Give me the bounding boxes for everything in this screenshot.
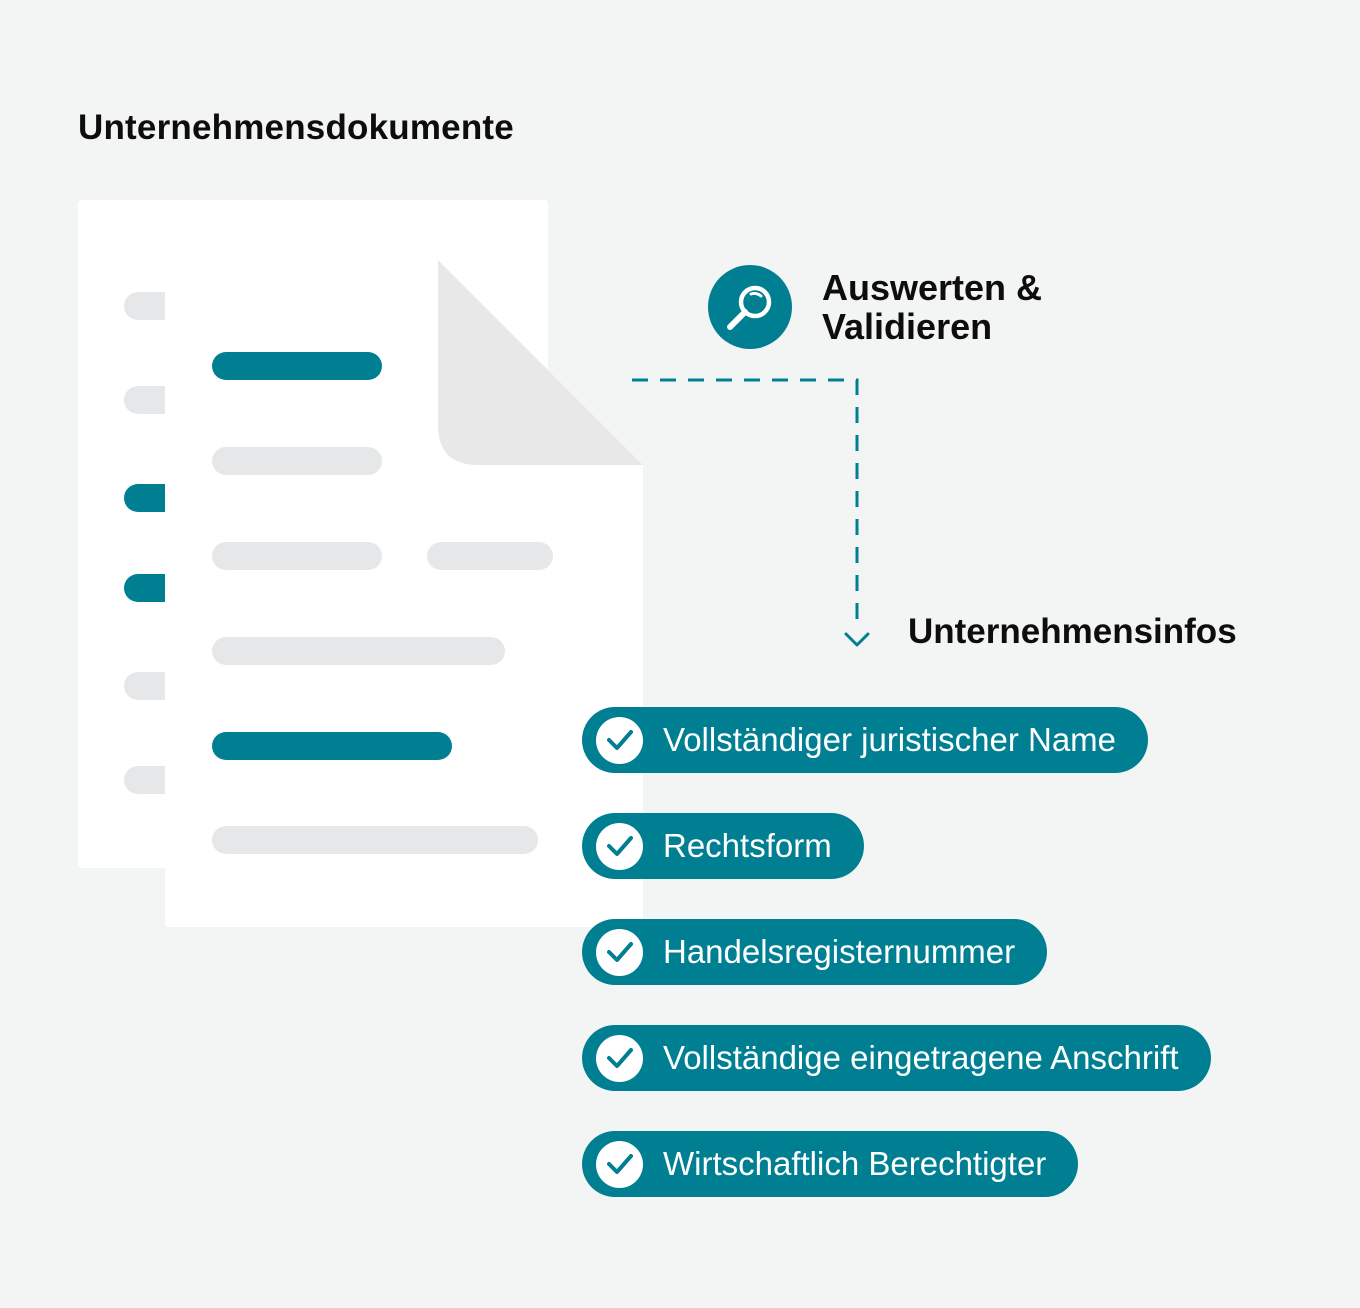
text-line-placeholder	[212, 447, 382, 475]
step-icon-badge	[708, 265, 792, 349]
info-item-label: Vollständiger juristischer Name	[663, 721, 1117, 758]
info-item-label: Rechtsform	[663, 827, 832, 864]
checkmark-icon	[596, 928, 643, 976]
info-item-pill: Vollständiger juristischer Name	[582, 707, 1149, 773]
text-line-highlight	[212, 352, 382, 380]
info-item-pill: Wirtschaftlich Berechtigter	[582, 1131, 1079, 1197]
step-label: Auswerten & Validieren	[822, 268, 1042, 346]
info-item-pill: Vollständige eingetragene Anschrift	[582, 1025, 1211, 1091]
checkmark-icon	[596, 1140, 643, 1188]
checkmark-icon	[596, 716, 643, 764]
step-label-line2: Validieren	[822, 306, 993, 347]
text-line-placeholder	[212, 826, 538, 854]
text-line-highlight	[212, 732, 452, 760]
front-document-lines	[165, 260, 643, 927]
text-line-placeholder	[427, 542, 553, 570]
diagram-title: Unternehmensdokumente	[78, 108, 514, 147]
info-item-label: Wirtschaftlich Berechtigter	[663, 1145, 1047, 1182]
checkmark-icon	[596, 822, 643, 870]
result-heading: Unternehmensinfos	[908, 612, 1237, 651]
checkmark-icon	[596, 1034, 643, 1082]
magnifier-icon	[727, 285, 772, 330]
text-line-placeholder	[212, 637, 505, 665]
front-document	[165, 260, 643, 927]
info-item-pill: Handelsregisternummer	[582, 919, 1048, 985]
info-item-label: Handelsregisternummer	[663, 933, 1016, 970]
info-item-label: Vollständige eingetragene Anschrift	[663, 1039, 1179, 1076]
text-line-placeholder	[212, 542, 382, 570]
dashed-arrow-connector	[632, 378, 870, 647]
step-label-line1: Auswerten &	[822, 267, 1043, 308]
info-item-pill: Rechtsform	[582, 813, 864, 879]
